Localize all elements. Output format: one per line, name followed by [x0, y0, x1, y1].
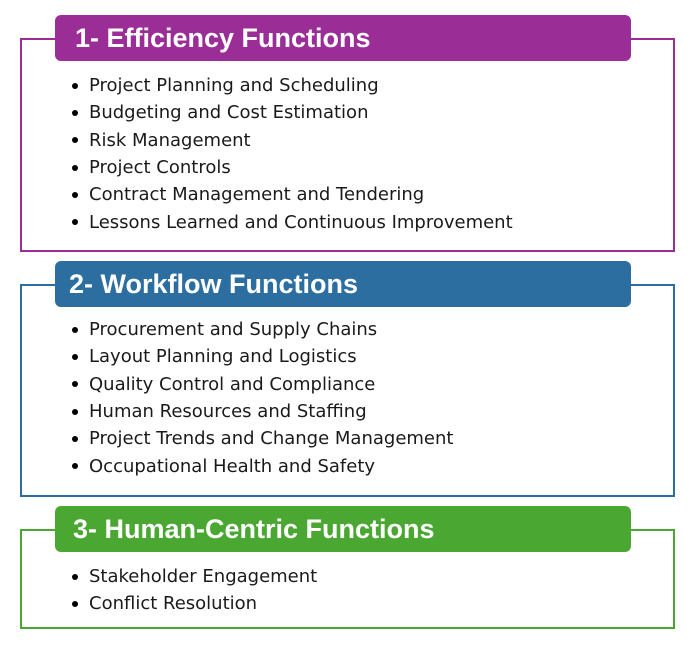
human-centric-functions-group: 3- Human-Centric Functions Stakeholder E… [20, 506, 675, 629]
human-centric-functions-list: Stakeholder Engagement Conflict Resoluti… [72, 563, 317, 618]
list-item-label: Human Resources and Staffing [89, 401, 367, 423]
list-item: Project Trends and Change Management [72, 425, 453, 452]
list-item: Occupational Health and Safety [72, 452, 453, 479]
efficiency-functions-title: 1- Efficiency Functions [55, 15, 631, 61]
list-item-label: Layout Planning and Logistics [89, 346, 357, 368]
list-item: Contract Management and Tendering [72, 181, 513, 208]
list-item: Layout Planning and Logistics [72, 343, 453, 370]
bullet-icon [72, 109, 78, 116]
bullet-icon [72, 353, 78, 360]
efficiency-functions-list: Project Planning and Scheduling Budgetin… [72, 72, 513, 236]
list-item: Budgeting and Cost Estimation [72, 99, 513, 126]
list-item: Risk Management [72, 127, 513, 154]
list-item: Project Controls [72, 154, 513, 181]
list-item-label: Risk Management [89, 129, 251, 151]
bullet-icon [72, 381, 78, 388]
list-item: Conflict Resolution [72, 590, 317, 617]
workflow-functions-group: 2- Workflow Functions Procurement and Su… [20, 261, 675, 497]
workflow-functions-frame [20, 284, 675, 497]
bullet-icon [72, 600, 78, 607]
efficiency-functions-group: 1- Efficiency Functions Project Planning… [20, 15, 675, 252]
bullet-icon [72, 191, 78, 198]
list-item-label: Project Trends and Change Management [89, 428, 454, 450]
list-item-label: Lessons Learned and Continuous Improveme… [89, 211, 513, 233]
efficiency-functions-frame [20, 38, 675, 252]
list-item-label: Budgeting and Cost Estimation [89, 102, 369, 124]
human-centric-functions-title: 3- Human-Centric Functions [55, 506, 631, 552]
bullet-icon [72, 219, 78, 226]
list-item-label: Stakeholder Engagement [89, 566, 318, 588]
list-item: Quality Control and Compliance [72, 371, 453, 398]
list-item: Project Planning and Scheduling [72, 72, 513, 99]
list-item: Procurement and Supply Chains [72, 316, 453, 343]
list-item-label: Project Planning and Scheduling [89, 75, 379, 97]
bullet-icon [72, 137, 78, 144]
bullet-icon [72, 408, 78, 415]
bullet-icon [72, 435, 78, 442]
workflow-functions-title: 2- Workflow Functions [55, 261, 631, 307]
bullet-icon [72, 82, 78, 89]
bullet-icon [72, 326, 78, 333]
list-item: Stakeholder Engagement [72, 563, 317, 590]
list-item-label: Project Controls [89, 157, 231, 179]
list-item: Lessons Learned and Continuous Improveme… [72, 208, 513, 235]
bullet-icon [72, 164, 78, 171]
list-item-label: Quality Control and Compliance [89, 373, 376, 395]
workflow-functions-list: Procurement and Supply Chains Layout Pla… [72, 316, 453, 480]
list-item-label: Contract Management and Tendering [89, 184, 425, 206]
list-item: Human Resources and Staffing [72, 398, 453, 425]
bullet-icon [72, 463, 78, 470]
list-item-label: Occupational Health and Safety [89, 455, 376, 477]
bullet-icon [72, 573, 78, 580]
list-item-label: Conflict Resolution [89, 593, 258, 615]
list-item-label: Procurement and Supply Chains [89, 319, 378, 341]
